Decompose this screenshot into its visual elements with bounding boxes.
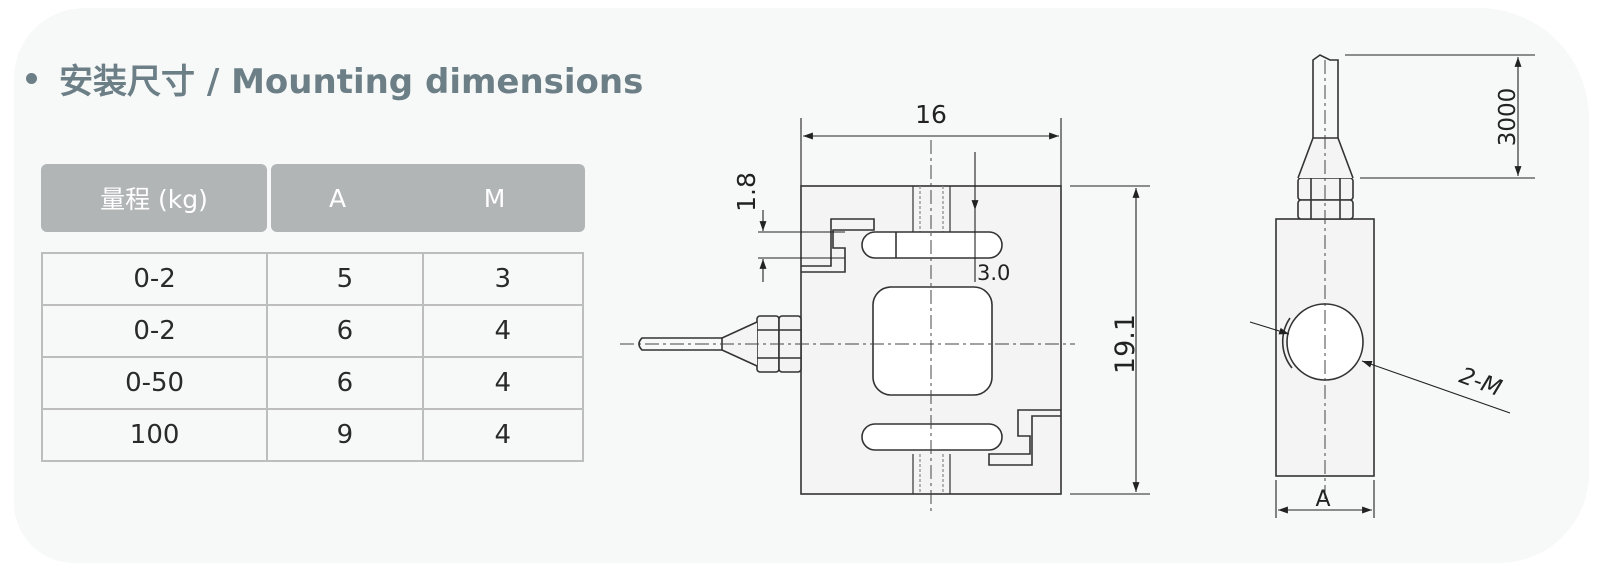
slot-width-label: 1.8 <box>732 172 761 212</box>
section-title: 安装尺寸 / Mounting dimensions <box>18 50 643 106</box>
front-centerlines <box>620 140 1075 515</box>
side-dimensions <box>1249 54 1535 518</box>
cell-a: 6 <box>266 356 424 410</box>
side-cable <box>1312 54 1339 138</box>
cell-m: 4 <box>421 408 585 462</box>
cell-range: 0-2 <box>40 252 269 306</box>
cable-length-label: 3000 <box>1495 88 1521 147</box>
table-row: 0-50 6 4 <box>40 356 585 410</box>
lower-slot <box>861 423 1003 451</box>
front-view <box>638 185 1062 495</box>
header-range-label: 量程 (kg) <box>100 185 208 214</box>
lower-notch <box>988 409 1061 466</box>
table-row: 0-2 6 4 <box>40 304 585 358</box>
table-header-dimensions: A M <box>271 164 585 232</box>
cell-range: 0-2 <box>40 304 269 358</box>
table-row: 0-2 5 3 <box>40 252 585 306</box>
section-title-text: 安装尺寸 / Mounting dimensions <box>59 61 644 102</box>
front-width-label: 16 <box>915 100 947 129</box>
front-height-label: 19.1 <box>1110 314 1141 374</box>
table-row: 100 9 4 <box>40 408 585 462</box>
thread-arc <box>1281 317 1293 369</box>
lower-threaded-hole <box>912 454 951 494</box>
cell-a: 6 <box>266 304 424 358</box>
dimensions-table: 0-2 5 3 0-2 6 4 0-50 6 4 100 9 4 <box>40 252 585 462</box>
side-view <box>1275 54 1375 477</box>
cell-range: 0-50 <box>40 356 269 410</box>
slot-offset-label: 3.0 <box>977 261 1010 285</box>
upper-notch <box>801 218 875 273</box>
cell-range: 100 <box>40 408 269 462</box>
side-width-label: A <box>1315 487 1330 512</box>
center-window <box>872 286 993 396</box>
cell-a: 5 <box>266 252 424 306</box>
cell-m: 4 <box>421 304 585 358</box>
cell-m: 3 <box>421 252 585 306</box>
cell-a: 9 <box>266 408 424 462</box>
upper-slot <box>861 231 1003 259</box>
table-header-range: 量程 (kg) <box>41 164 267 232</box>
bullet-icon <box>26 72 37 84</box>
upper-threaded-hole <box>912 186 951 232</box>
header-a-label: A <box>328 183 347 213</box>
cell-m: 4 <box>421 356 585 410</box>
header-m-label: M <box>483 183 506 213</box>
front-dimensions <box>758 118 1150 495</box>
